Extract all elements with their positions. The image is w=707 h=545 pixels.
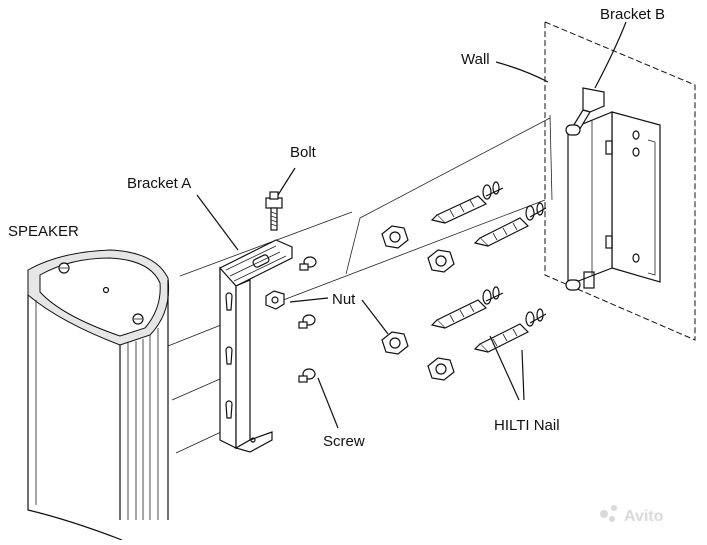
label-hilti-nail: HILTI Nail	[494, 417, 560, 434]
bracket-b	[565, 87, 661, 291]
label-screw: Screw	[323, 433, 365, 450]
leader-screw	[317, 377, 339, 429]
screw-1	[299, 256, 317, 271]
leader-bracket-a	[196, 194, 239, 251]
hilti-nail-4	[473, 308, 547, 353]
wall-nut-1	[381, 225, 409, 249]
wall-nut-4	[427, 357, 455, 381]
screw-group	[298, 256, 317, 383]
hilti-nail-3	[430, 286, 504, 329]
leader-lines	[196, 21, 627, 429]
leader-bolt	[277, 167, 296, 196]
leader-nut-left	[289, 297, 329, 303]
leader-nut-right	[361, 299, 389, 335]
avito-watermark: Avito	[600, 505, 664, 525]
hilti-nail-1	[430, 181, 504, 224]
wall-nut-2	[427, 249, 455, 273]
leader-bracket-b	[594, 21, 627, 89]
label-nut: Nut	[332, 291, 356, 308]
bolt	[265, 191, 283, 231]
label-wall: Wall	[461, 51, 490, 68]
leader-hilti-right	[521, 349, 525, 401]
leader-hilti-left	[489, 335, 520, 401]
alignment-lines	[167, 114, 553, 454]
watermark-text: Avito	[624, 508, 664, 525]
hilti-nails	[430, 181, 547, 353]
label-speaker: SPEAKER	[8, 223, 79, 240]
screw-2	[298, 314, 316, 329]
label-bracket-b: Bracket B	[600, 6, 665, 23]
screw-3	[298, 368, 316, 383]
hilti-nail-2	[473, 202, 547, 247]
wall-nut-3	[381, 331, 409, 355]
leader-wall	[495, 61, 549, 83]
bracket-a-nut	[265, 290, 285, 310]
label-bolt: Bolt	[290, 144, 317, 161]
bracket-a	[219, 239, 293, 453]
speaker-cabinet	[27, 249, 170, 541]
label-bracket-a: Bracket A	[127, 175, 191, 192]
wall-nuts	[381, 225, 455, 381]
